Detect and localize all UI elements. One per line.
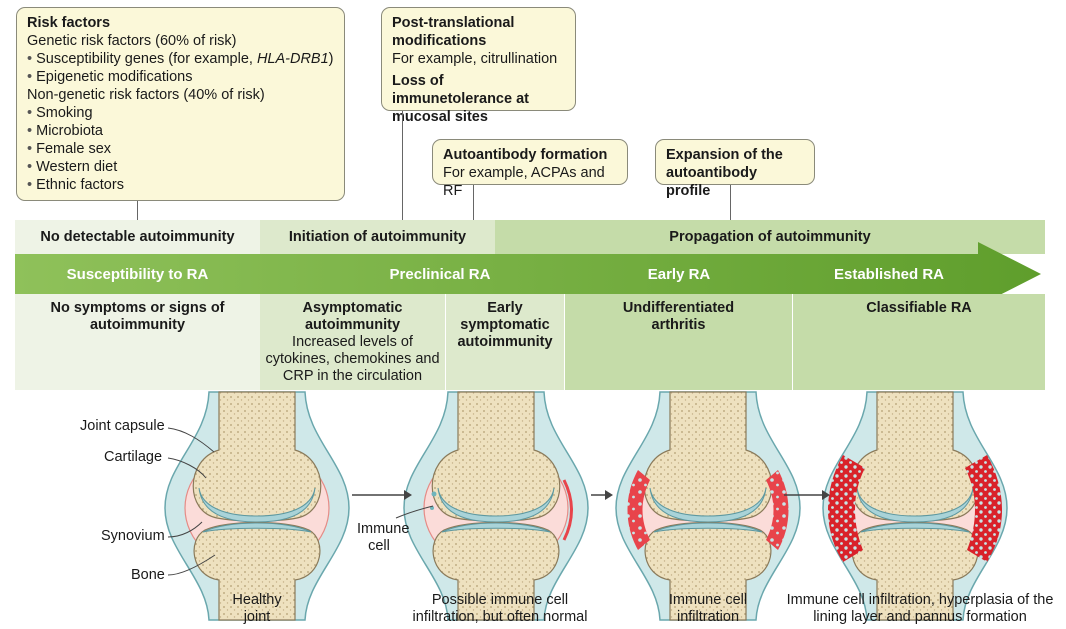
- caption-established: Immune cell infiltration, hyperplasia of…: [786, 592, 1054, 625]
- phase-no-autoimmunity: No detectable autoimmunity: [15, 220, 260, 254]
- label-cartilage: Cartilage: [104, 449, 163, 465]
- label-bone: Bone: [131, 567, 165, 583]
- desc-asymptomatic: Asymptomatic autoimmunity Increased leve…: [260, 294, 445, 390]
- epigenetic-item: Epigenetic modifications: [27, 68, 334, 86]
- caption-early: Immune cell infiltration: [668, 592, 748, 625]
- stage-established: Established RA: [833, 265, 945, 283]
- expansion-callout: Expansion of the autoantibody profile: [655, 139, 815, 199]
- stage-preclinical: Preclinical RA: [389, 265, 491, 283]
- ptm-connector: [402, 111, 403, 220]
- susceptibility-genes-item: Susceptibility genes (for example, HLA-D…: [27, 50, 334, 68]
- label-joint-capsule: Joint capsule: [80, 418, 165, 434]
- risk-item-western-diet: Western diet: [27, 158, 334, 176]
- label-immune-cell: Immune cell: [357, 521, 410, 554]
- loss-tolerance-title: Loss of immunetolerance at mucosal sites: [392, 73, 529, 125]
- phase-initiation: Initiation of autoimmunity: [260, 220, 495, 254]
- risk-factors-title: Risk factors: [27, 15, 111, 31]
- risk-item-microbiota: Microbiota: [27, 122, 334, 140]
- risk-item-ethnic: Ethnic factors: [27, 176, 334, 194]
- ptm-title: Post-translational modifications: [392, 15, 515, 49]
- risk-item-smoking: Smoking: [27, 104, 334, 122]
- label-leaders: [167, 427, 434, 576]
- genetic-risk-label: Genetic risk factors (60% of risk): [27, 33, 237, 49]
- expansion-connector: [730, 185, 731, 220]
- label-synovium: Synovium: [101, 528, 165, 544]
- desc-early-symptomatic: Early symptomatic autoimmunity: [446, 294, 564, 390]
- arrow-3: [784, 490, 830, 500]
- risk-factors-callout: Risk factors Genetic risk factors (60% o…: [16, 7, 345, 201]
- autoantibody-example: For example, ACPAs and RF: [443, 165, 605, 199]
- expansion-title: Expansion of the autoantibody profile: [666, 147, 783, 199]
- healthy-joint: [164, 391, 350, 621]
- autoantibody-callout: Autoantibody formation For example, ACPA…: [432, 139, 628, 199]
- established-ra-joint: [822, 391, 1008, 621]
- phase-propagation: Propagation of autoimmunity: [495, 220, 1045, 254]
- desc-no-symptoms: No symptoms or signs of autoimmunity: [15, 294, 260, 390]
- timeline-arrow: [15, 242, 1041, 306]
- desc-classifiable: Classifiable RA: [793, 294, 1045, 390]
- caption-healthy: Healthy joint: [232, 592, 282, 625]
- stage-susceptibility: Susceptibility to RA: [66, 265, 209, 283]
- arrow-1: [352, 490, 412, 500]
- desc-undifferentiated: Undifferentiated arthritis: [565, 294, 792, 390]
- ptm-example: For example, citrullination: [392, 51, 558, 67]
- autoantibody-connector: [473, 185, 474, 220]
- risk-connector: [137, 201, 138, 220]
- nongenetic-risk-label: Non-genetic risk factors (40% of risk): [27, 87, 265, 103]
- ptm-callout: Post-translational modifications For exa…: [381, 7, 576, 125]
- early-ra-joint: [615, 391, 801, 621]
- autoantibody-title: Autoantibody formation: [443, 147, 608, 163]
- caption-possible: Possible immune cell infiltration, but o…: [412, 592, 588, 625]
- risk-item-female-sex: Female sex: [27, 140, 334, 158]
- arrow-2: [591, 490, 613, 500]
- stage-early: Early RA: [647, 265, 711, 283]
